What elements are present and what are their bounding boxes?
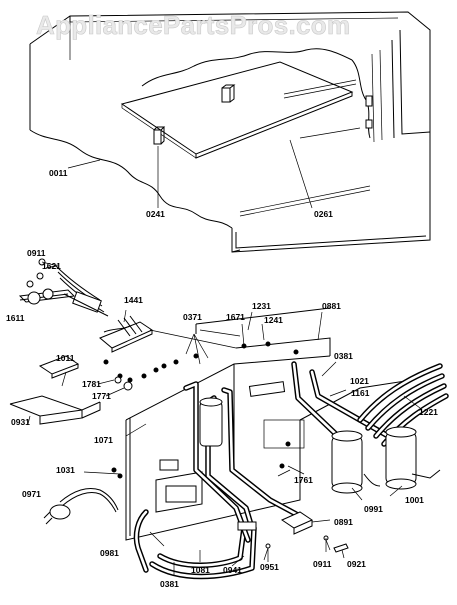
callout-1241: 1241	[264, 315, 283, 325]
callout-0881: 0881	[322, 301, 341, 311]
callout-0941: 0941	[223, 565, 242, 575]
callout-1001: 1001	[405, 495, 424, 505]
callout-1011: 1011	[56, 353, 75, 363]
callout-1031: 1031	[56, 465, 75, 475]
callout-1621: 1621	[42, 261, 61, 271]
callout-0911-lower: 0911	[313, 559, 332, 569]
callout-1221: 1221	[419, 407, 438, 417]
power-cord	[43, 488, 119, 525]
callout-0011: 0011	[49, 168, 68, 178]
callout-1081: 1081	[191, 565, 210, 575]
callout-1611: 1611	[6, 313, 25, 323]
callout-1441: 1441	[124, 295, 143, 305]
callout-1761: 1761	[294, 475, 313, 485]
callout-0261: 0261	[314, 209, 333, 219]
callout-0921: 0921	[347, 559, 366, 569]
callout-0911: 0911	[27, 248, 46, 258]
cabinet-assembly	[29, 11, 431, 253]
bracket-assembly	[9, 355, 101, 425]
chassis-plate	[97, 307, 413, 541]
callout-0891: 0891	[334, 517, 353, 527]
callout-1021: 1021	[350, 376, 369, 386]
tubing-harness	[133, 361, 449, 580]
callout-0971: 0971	[22, 489, 41, 499]
watermark-text: AppliancePartsPros.com	[36, 10, 351, 41]
callout-1671: 1671	[226, 312, 245, 322]
callout-0381-lower: 0381	[160, 579, 179, 589]
callout-0981: 0981	[100, 548, 119, 558]
capacitor-assembly	[18, 258, 154, 353]
callout-1231: 1231	[252, 301, 271, 311]
callout-0241: 0241	[146, 209, 165, 219]
screw-parts	[265, 465, 349, 562]
leader-lines	[83, 311, 421, 576]
callout-0371: 0371	[183, 312, 202, 322]
callout-0381: 0381	[334, 351, 353, 361]
callout-0951: 0951	[260, 562, 279, 572]
callout-1771: 1771	[92, 391, 111, 401]
callout-1071: 1071	[94, 435, 113, 445]
callout-1161: 1161	[351, 388, 370, 398]
callout-0931: 0931	[11, 417, 30, 427]
callout-0991: 0991	[364, 504, 383, 514]
run-capacitors	[199, 397, 441, 494]
terminal-block	[237, 511, 331, 535]
callout-1781: 1781	[82, 379, 101, 389]
